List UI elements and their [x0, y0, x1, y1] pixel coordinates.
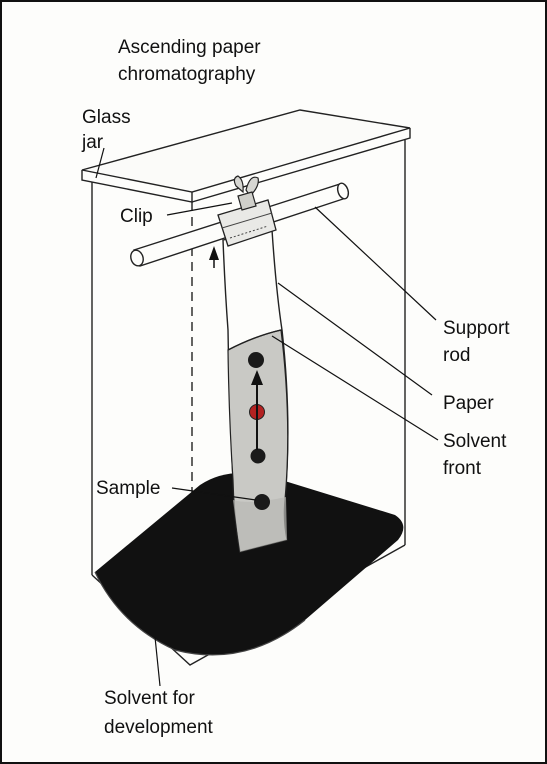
sample-spot	[254, 494, 270, 510]
label-solvent-line-2: development	[104, 717, 214, 738]
label-glass-jar-line-2: jar	[81, 132, 104, 153]
label-support-rod-line-2: rod	[443, 345, 470, 366]
label-support-rod-line-1: Support	[443, 318, 510, 339]
leader-paper	[277, 282, 433, 396]
label-support-rod: Support rod	[443, 318, 510, 366]
clip	[217, 175, 277, 247]
leader-jar	[95, 147, 105, 179]
leader-sample	[171, 487, 257, 501]
solvent-front-line	[227, 329, 282, 351]
label-solvent-line-1: Solvent for	[104, 688, 195, 709]
label-solvent-front-line-2: front	[443, 458, 482, 479]
leader-solvent	[154, 636, 161, 687]
figure-title: Ascending paper chromatography	[118, 37, 261, 85]
label-glass-jar-line-1: Glass	[82, 107, 131, 128]
label-solvent-front: Solvent front	[443, 431, 507, 479]
label-clip: Clip	[120, 206, 153, 227]
leader-solvent-front	[271, 335, 439, 441]
leader-clip	[166, 202, 233, 216]
spot-middle	[250, 448, 266, 464]
spot-top	[248, 352, 264, 368]
label-solvent-front-line-1: Solvent	[443, 431, 507, 452]
jar-lid	[81, 109, 411, 193]
label-solvent-for-development: Solvent for development	[104, 688, 214, 738]
label-paper: Paper	[443, 393, 494, 414]
label-glass-jar: Glass jar	[81, 107, 131, 153]
title-line-1: Ascending paper	[118, 37, 261, 58]
label-sample: Sample	[96, 478, 160, 499]
title-line-2: chromatography	[118, 64, 256, 85]
leader-support-rod	[314, 206, 437, 321]
strip-arrow	[209, 246, 219, 268]
solvent-tray	[94, 472, 404, 656]
direction-arrow	[251, 370, 263, 450]
paper-strip	[222, 229, 289, 553]
leader-lines	[95, 147, 439, 687]
